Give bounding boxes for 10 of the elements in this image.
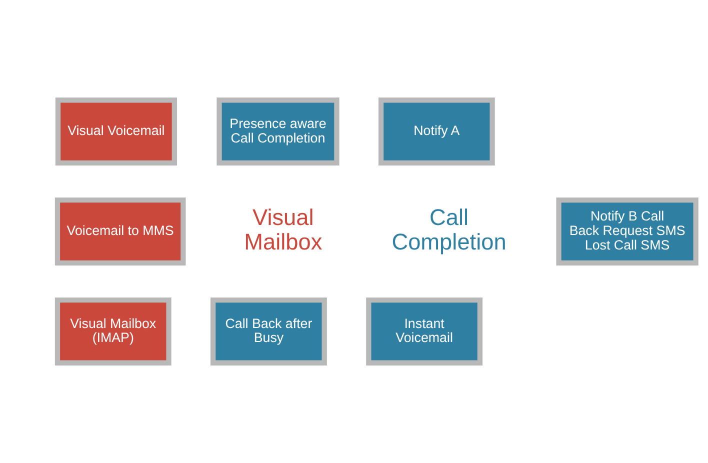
- node-box: Notify A: [378, 98, 494, 166]
- node-box: Instant Voicemail: [366, 297, 482, 366]
- node-box: Voicemail to MMS: [54, 198, 186, 266]
- node-box: Visual Mailbox (IMAP): [54, 297, 171, 366]
- node-box: Visual Voicemail: [54, 98, 176, 166]
- label: Visual Mailbox: [244, 204, 322, 255]
- node-box: Presence aware Call Completion: [216, 98, 339, 166]
- label: Call Completion: [391, 204, 506, 255]
- node-box: Call Back after Busy: [210, 297, 326, 366]
- node-box: Notify B Call Back Request SMS Lost Call SMS: [556, 198, 698, 266]
